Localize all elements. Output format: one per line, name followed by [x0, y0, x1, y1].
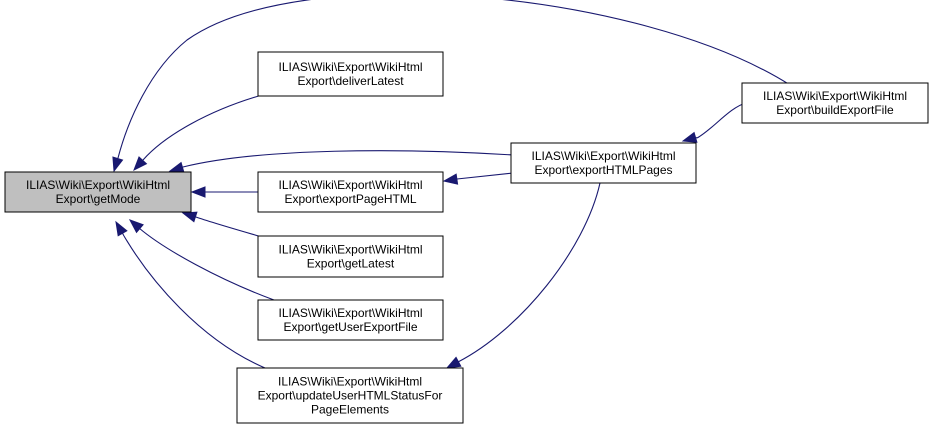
edge-buildExportFile-to-exportHTMLPages — [681, 102, 747, 143]
node-box — [257, 299, 444, 341]
node-label-line: Export\exportPageHTML — [284, 192, 416, 206]
nodes-layer: ILIAS\Wiki\Export\WikiHtmlExport\getMode… — [4, 51, 929, 424]
node-exportHTMLPages[interactable]: ILIAS\Wiki\Export\WikiHtmlExport\exportH… — [510, 142, 697, 184]
edge-line — [117, 0, 791, 159]
edge-line — [696, 102, 747, 139]
node-box — [257, 235, 444, 278]
node-box — [510, 142, 697, 184]
node-label-line: Export\getMode — [56, 192, 141, 206]
node-label-line: Export\exportHTMLPages — [534, 163, 672, 177]
edge-updateUserHTMLStatus-to-exportHTMLPages — [445, 182, 601, 369]
node-label-line: ILIAS\Wiki\Export\WikiHtml — [278, 306, 422, 320]
edge-line — [195, 216, 263, 238]
edge-getLatest-to-getMode — [181, 211, 263, 238]
edge-arrowhead — [128, 219, 144, 234]
edge-line — [182, 150, 514, 168]
node-label-line: Export\getUserExportFile — [283, 320, 417, 334]
node-label-line: ILIAS\Wiki\Export\WikiHtml — [278, 375, 422, 389]
edge-exportHTMLPages-to-exportPageHTML — [442, 172, 514, 185]
edge-line — [138, 227, 275, 301]
edge-getUserExportFile-to-getMode — [128, 219, 275, 301]
edge-line-connector — [122, 232, 125, 237]
edge-exportPageHTML-to-getMode — [190, 186, 258, 198]
node-label-line: PageElements — [311, 403, 389, 417]
node-getUserExportFile[interactable]: ILIAS\Wiki\Export\WikiHtmlExport\getUser… — [257, 299, 444, 341]
edges-layer — [112, 0, 791, 369]
edge-arrowhead — [112, 156, 124, 173]
node-box — [236, 367, 464, 424]
node-box — [257, 51, 444, 97]
node-buildExportFile[interactable]: ILIAS\Wiki\Export\WikiHtmlExport\buildEx… — [741, 82, 929, 124]
edge-line — [457, 182, 601, 363]
node-label-line: ILIAS\Wiki\Export\WikiHtml — [278, 178, 422, 192]
edge-line — [142, 94, 263, 161]
node-label-line: ILIAS\Wiki\Export\WikiHtml — [531, 149, 675, 163]
edge-arrowhead — [445, 356, 462, 369]
edge-line — [123, 235, 266, 369]
edge-arrowhead — [190, 186, 206, 198]
edge-updateUserHTMLStatus-to-getMode — [115, 220, 266, 369]
node-label-line: Export\deliverLatest — [297, 74, 404, 88]
node-box — [741, 82, 929, 124]
edge-arrowhead — [181, 211, 198, 223]
node-box — [4, 171, 192, 213]
node-getLatest[interactable]: ILIAS\Wiki\Export\WikiHtmlExport\getLate… — [257, 235, 444, 278]
node-label-line: Export\updateUserHTMLStatusFor — [258, 389, 443, 403]
node-label-line: ILIAS\Wiki\Export\WikiHtml — [763, 89, 907, 103]
node-label-line: ILIAS\Wiki\Export\WikiHtml — [26, 178, 170, 192]
node-label-line: ILIAS\Wiki\Export\WikiHtml — [278, 60, 422, 74]
node-label-line: Export\getLatest — [307, 257, 395, 271]
edge-deliverLatest-to-getMode — [133, 94, 263, 172]
node-box — [257, 171, 444, 213]
node-deliverLatest[interactable]: ILIAS\Wiki\Export\WikiHtmlExport\deliver… — [257, 51, 444, 97]
edge-arrowhead — [681, 131, 698, 143]
node-label-line: Export\buildExportFile — [776, 103, 894, 117]
edge-line — [456, 172, 514, 180]
node-updateUserHTMLStatus[interactable]: ILIAS\Wiki\Export\WikiHtmlExport\updateU… — [236, 367, 464, 424]
edge-arrowhead — [115, 220, 128, 237]
edge-arrowhead — [442, 173, 459, 185]
edge-arrowhead — [168, 161, 185, 173]
edge-arrowhead — [133, 156, 148, 172]
node-exportPageHTML[interactable]: ILIAS\Wiki\Export\WikiHtmlExport\exportP… — [257, 171, 444, 213]
edge-exportHTMLPages-to-getMode — [168, 150, 514, 173]
node-label-line: ILIAS\Wiki\Export\WikiHtml — [278, 243, 422, 257]
edge-buildExportFile-to-getMode — [112, 0, 791, 173]
